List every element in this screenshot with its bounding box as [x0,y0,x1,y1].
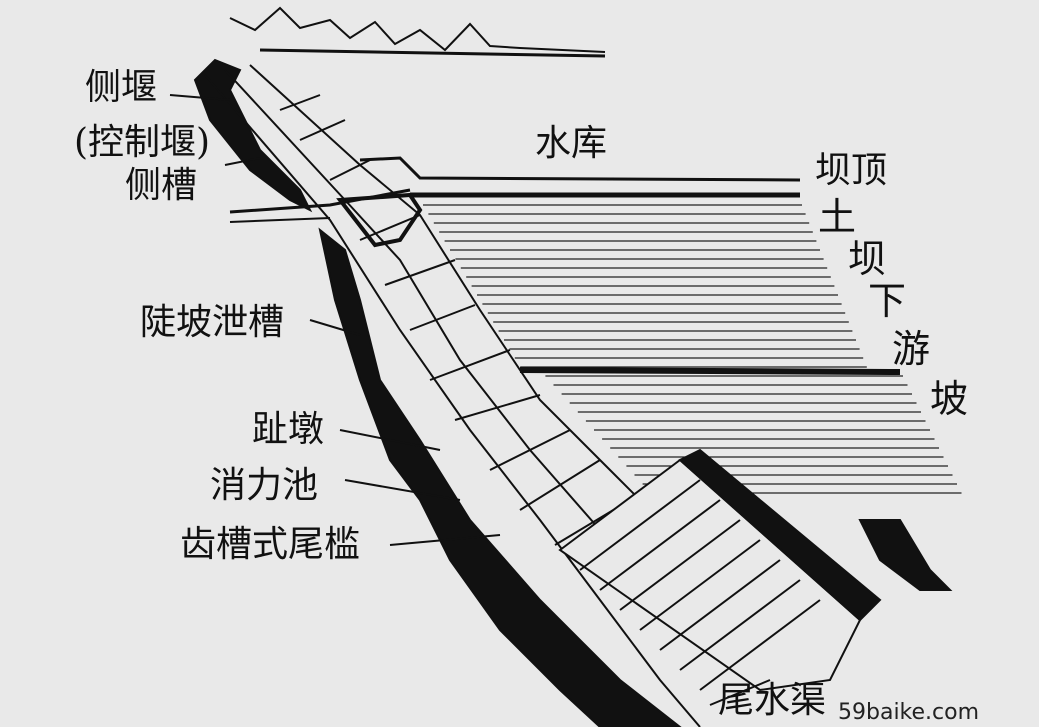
label-slope-char-1: 土 [818,195,857,239]
chute-left-wall [204,74,701,727]
label-slope-char-2: 坝 [848,237,887,281]
mountains [229,6,606,53]
label-stilling-basin: 消力池 [210,465,319,506]
label-reservoir: 水库 [535,123,608,164]
label-slope-char-3: 下 [868,279,907,323]
label-slope-char-4: 游 [892,327,931,371]
label-toe-pier: 趾墩 [252,409,325,450]
downstream-slope-hatching [423,204,962,494]
label-steep-chute: 陡坡泄槽 [140,302,285,343]
label-side-channel: 侧槽 [125,165,198,206]
label-dam-crest: 坝顶 [815,150,888,191]
label-control-weir: (控制堰) [74,122,211,163]
label-tailrace: 尾水渠 [718,680,827,721]
dam-crest-line [359,156,801,182]
watermark: 59baike.com [838,700,980,725]
label-end-sill: 齿槽式尾槛 [180,524,361,565]
left-bank [318,227,682,727]
tailrace-apron [558,458,862,692]
label-side-weir: 侧堰 [85,67,158,108]
label-slope-char-5: 坡 [930,377,969,421]
